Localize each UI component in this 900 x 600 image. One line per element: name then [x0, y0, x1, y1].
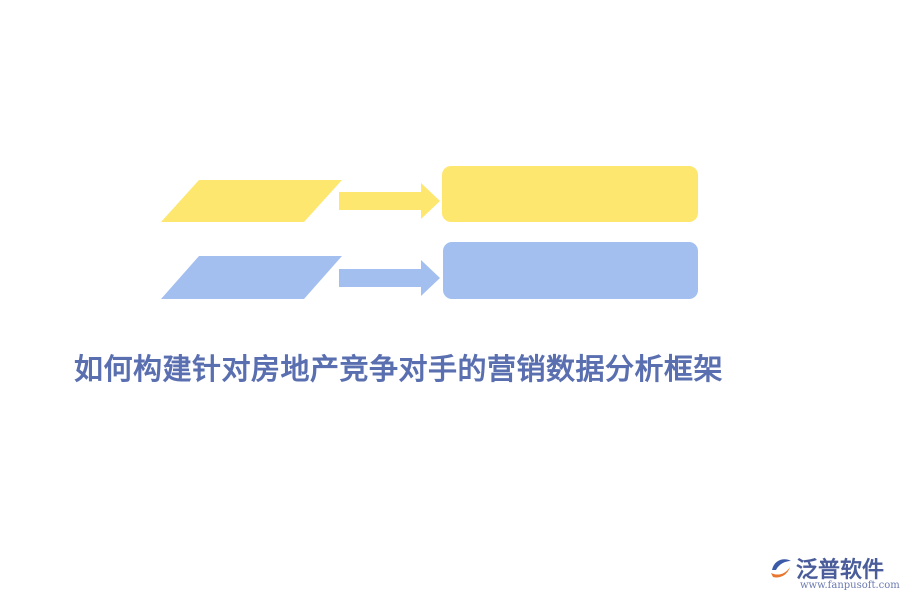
brand-logo: 泛普软件 www.fanpusoft.com — [766, 550, 900, 596]
page-title: 如何构建针对房地产竞争对手的营销数据分析框架 — [74, 352, 724, 386]
input-parallelogram-blue — [161, 256, 342, 299]
logo-mark-icon — [771, 559, 791, 578]
output-box-blue — [443, 242, 698, 299]
input-parallelogram-yellow — [161, 180, 342, 222]
arrow-right-yellow — [339, 183, 440, 219]
arrow-right-blue — [339, 260, 440, 296]
logo-name: 泛普软件 — [796, 558, 885, 583]
output-box-yellow — [442, 166, 698, 222]
logo-url: www.fanpusoft.com — [800, 580, 900, 591]
